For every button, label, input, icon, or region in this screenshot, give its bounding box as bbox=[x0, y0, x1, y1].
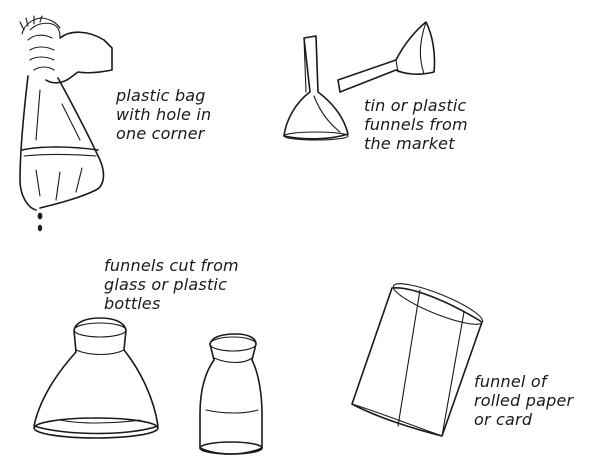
paper-funnel-label: funnel of rolled paper or card bbox=[474, 372, 573, 429]
water-drop-icon bbox=[38, 213, 43, 220]
water-drop-icon bbox=[38, 225, 42, 231]
tin-funnels-label: tin or plastic funnels from the market bbox=[364, 96, 468, 153]
large-bottle-funnel-icon bbox=[34, 318, 158, 434]
bottle-funnels-label: funnels cut from glass or plastic bottle… bbox=[104, 256, 239, 313]
plastic-bag-drawing bbox=[20, 16, 112, 231]
small-bottle-funnel-icon bbox=[200, 334, 262, 454]
bottle-funnels-drawing bbox=[34, 318, 262, 454]
hand-icon bbox=[46, 32, 112, 83]
upright-funnel-icon bbox=[284, 36, 348, 139]
paper-funnel-drawing bbox=[352, 277, 486, 436]
plastic-bag-label: plastic bag with hole in one corner bbox=[116, 86, 211, 143]
